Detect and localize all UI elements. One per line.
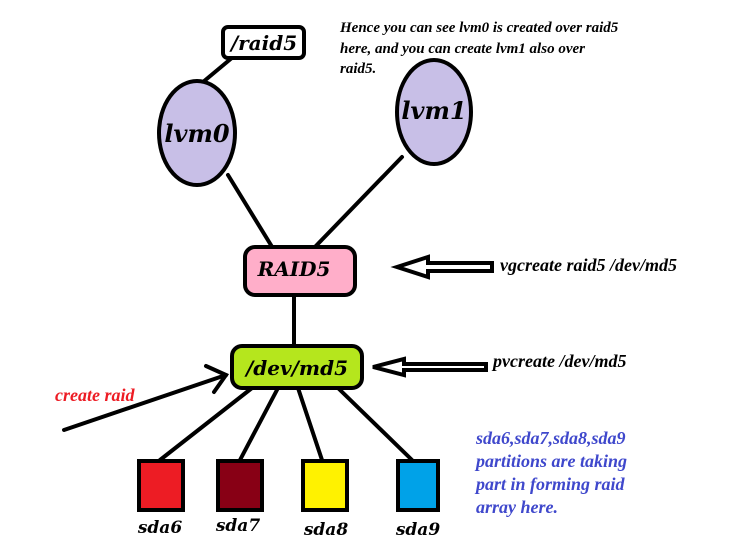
disk-sda7: sda7 [215,459,264,536]
disk-sda6: sda6 [137,459,185,538]
lvm0-node: lvm0 [157,79,237,187]
raid5-path-node: /raid5 [221,25,306,60]
pvcreate-command: pvcreate /dev/md5 [491,351,626,371]
disk-label: sda7 [215,516,260,536]
create-raid-arrow-shaft [62,373,228,432]
lvm1-node: lvm1 [395,58,473,166]
partitions-note-line: partitions are taking [474,451,627,471]
link-md5-sda8 [296,386,324,462]
link-md5-sda7 [238,386,280,462]
link-lvm0-raid5 [226,173,276,252]
partitions-note: sda6,sda7,sda8,sda9 partitions are takin… [474,428,627,517]
raid5-vg-node: RAID5 [243,245,357,297]
disk-label: sda8 [303,520,348,540]
vgcreate-command: vgcreate raid5 /dev/md5 [500,255,677,275]
vgcreate-arrow [390,254,494,280]
lvm0-label: lvm0 [164,119,229,148]
create-raid-arrow-head [204,364,230,394]
top-note-line: here, and you can create lvm1 also over [340,41,585,57]
link-lvm1-raid5 [310,155,404,252]
connectors [62,55,414,462]
link-md5-sda9 [336,386,414,462]
md5-label: /dev/md5 [244,356,348,380]
top-note-line: Hence you can see lvm0 is created over r… [339,20,619,36]
raid5-vg-label: RAID5 [257,257,331,281]
top-note: Hence you can see lvm0 is created over r… [339,20,619,77]
partitions-note-line: sda6,sda7,sda8,sda9 [475,428,626,448]
lvm1-label: lvm1 [401,96,466,125]
partitions-note-line: array here. [476,497,558,517]
disk-sda9: sda9 [395,459,440,540]
pvcreate-arrow [372,356,488,378]
link-raid5path-lvm0 [201,55,235,84]
disk-label: sda6 [137,518,182,538]
disk-sda8: sda8 [301,459,349,540]
raid5-path-label: /raid5 [229,31,297,55]
md5-node: /dev/md5 [230,344,364,390]
partitions-note-line: part in forming raid [474,474,626,494]
top-note-line: raid5. [340,61,376,77]
disk-label: sda9 [395,520,440,540]
link-md5-sda6 [158,386,254,462]
create-raid-label: create raid [55,385,135,405]
